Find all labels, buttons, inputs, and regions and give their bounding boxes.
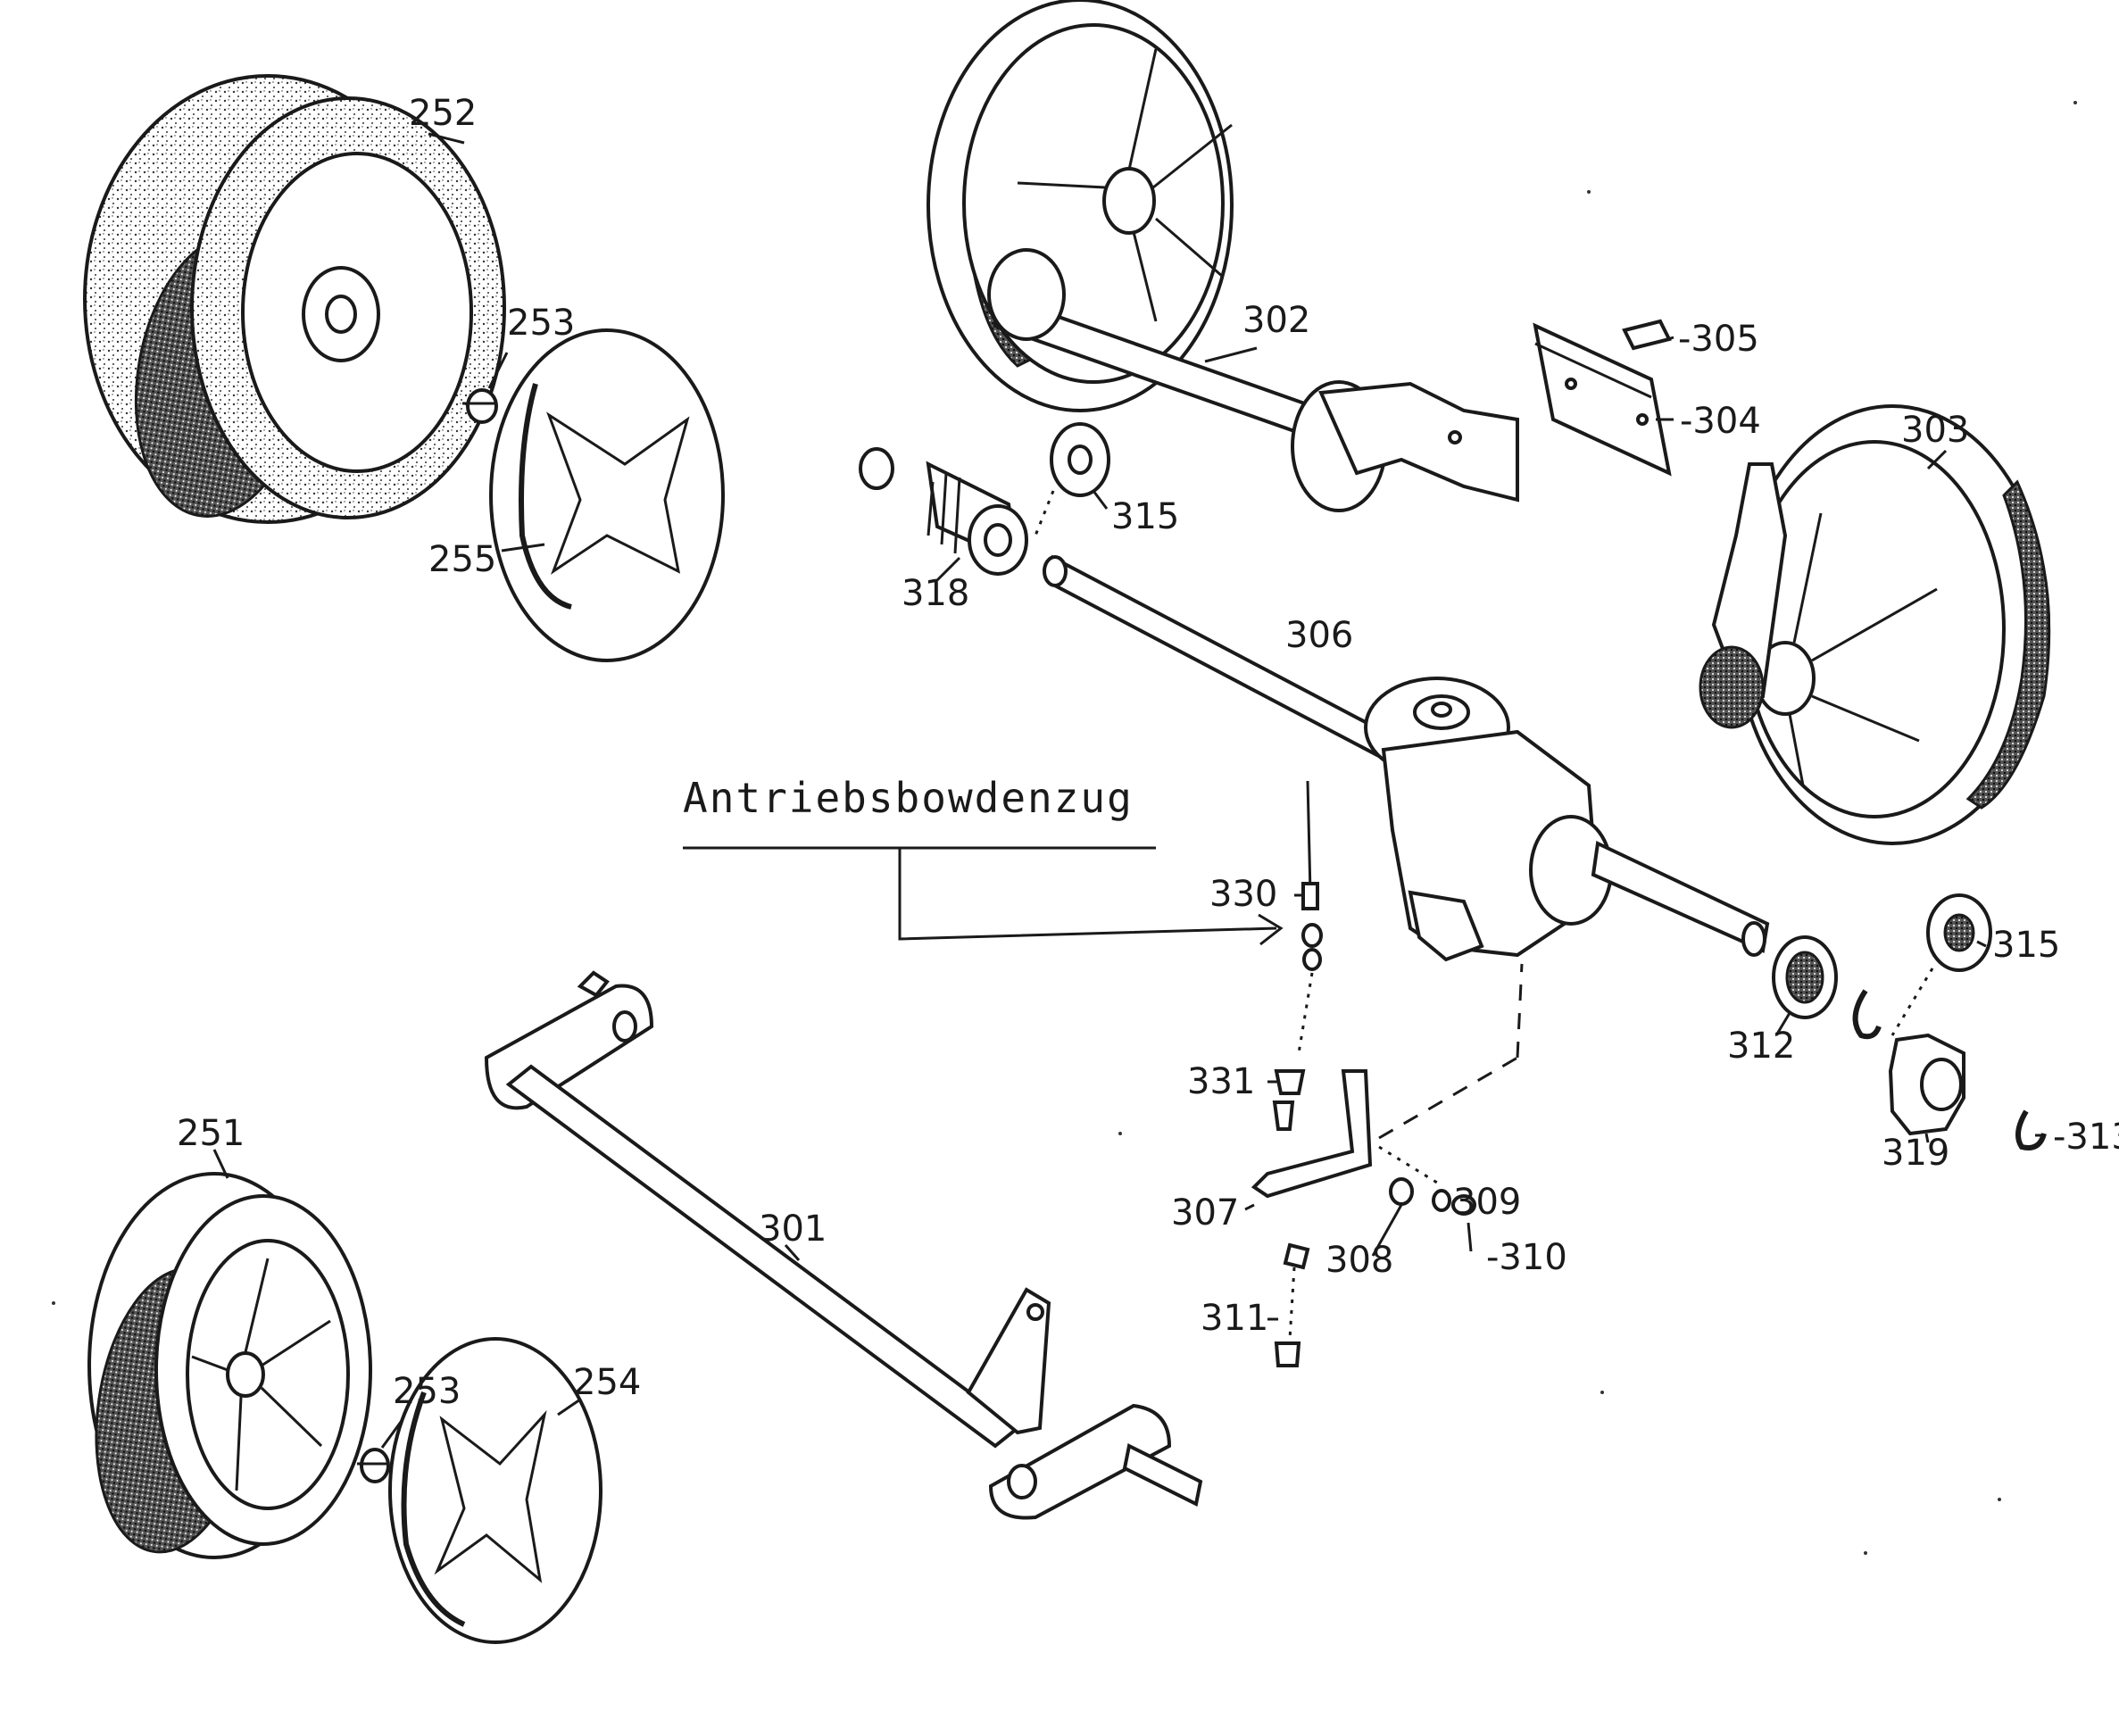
clip-313 [2015, 1109, 2047, 1150]
bushing-308 [1389, 1177, 1414, 1206]
bearing-312 [1772, 935, 1838, 1019]
label-309: 309 [1453, 1182, 1521, 1223]
label-315-lower: 315 [1992, 925, 2060, 966]
label-301: 301 [759, 1209, 827, 1250]
label-330: 330 [1209, 874, 1277, 915]
label-252: 252 [409, 93, 477, 134]
label-318: 318 [902, 573, 969, 614]
gear-318 [926, 461, 1028, 576]
label-331: 331 [1187, 1061, 1255, 1102]
wheel-252 [83, 74, 506, 524]
label-303: 303 [1901, 410, 1969, 451]
label-254: 254 [573, 1362, 641, 1403]
label-251: 251 [177, 1113, 245, 1154]
spacer-309 [1432, 1189, 1451, 1212]
drive-shaft-306 [1043, 554, 1770, 962]
label-315-upper: 315 [1111, 496, 1179, 537]
lever-307 [1251, 963, 1524, 1199]
caption-block: Antriebsbowdenzug [683, 774, 1284, 946]
label-302: 302 [1242, 300, 1310, 341]
label-310: -310 [1486, 1237, 1567, 1278]
label-253-upper: 253 [507, 303, 575, 344]
label-319: 319 [1882, 1133, 1949, 1174]
bracket-304 [1533, 322, 1672, 477]
hub-cap-255 [489, 328, 725, 662]
label-311: 311 [1201, 1298, 1268, 1339]
screw-305 [1622, 319, 1672, 351]
gear-319 [1888, 1033, 1965, 1136]
label-306: 306 [1285, 615, 1353, 656]
axle-302 [987, 248, 1519, 512]
washer-315-lower [1926, 893, 1992, 972]
wheel-251 [87, 1172, 372, 1559]
caption-text: Antriebsbowdenzug [683, 774, 1134, 822]
cable-end-331 [1272, 1069, 1306, 1131]
scan-specks [52, 101, 2077, 1555]
label-313: -313 [2053, 1117, 2119, 1158]
screw-253-upper [462, 352, 509, 424]
label-307: 307 [1171, 1192, 1239, 1233]
label-308: 308 [1325, 1240, 1393, 1281]
leader-lines [212, 132, 2044, 1416]
label-305: -305 [1678, 319, 1759, 360]
label-304: -304 [1680, 401, 1761, 442]
spring-311 [1274, 1242, 1310, 1367]
hub-cap-254 [388, 1337, 602, 1644]
label-253-lower: 253 [393, 1371, 461, 1412]
bowden-cable-330 [1297, 780, 1323, 1054]
axle-301 [484, 970, 1203, 1520]
washer-315-upper [1050, 422, 1110, 497]
nut-310 [1451, 1194, 1476, 1216]
label-312: 312 [1727, 1026, 1795, 1067]
clip-318-left [859, 447, 894, 490]
part-labels: 252 253 255 302 -305 -304 303 315 318 30… [177, 93, 2119, 1412]
clip-312 [1852, 989, 1882, 1040]
wheel-303 [1699, 404, 2051, 845]
label-255: 255 [428, 539, 496, 580]
